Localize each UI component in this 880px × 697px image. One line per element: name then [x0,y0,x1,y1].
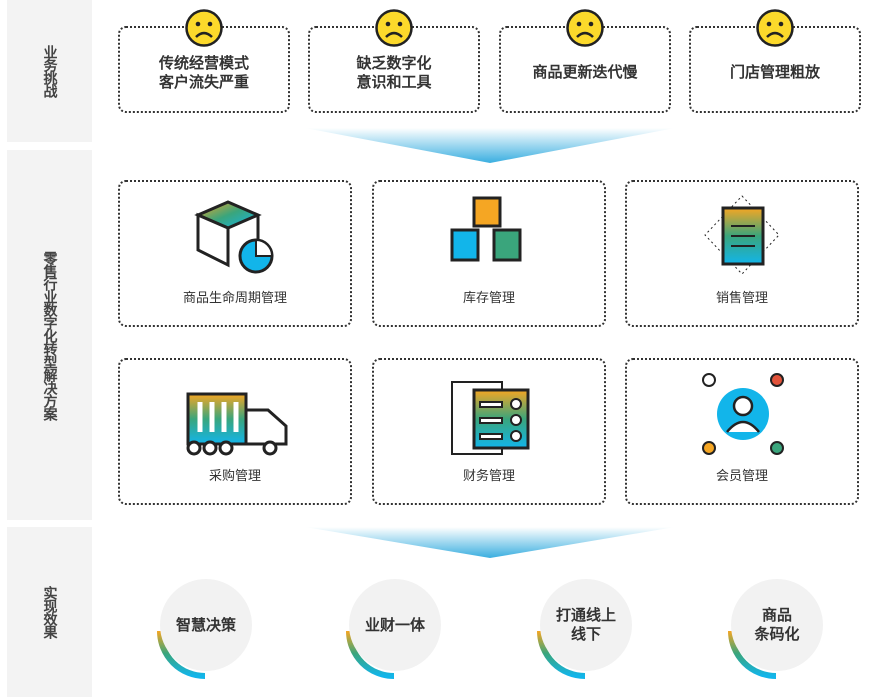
solution-label: 采购管理 [208,469,261,484]
section-label-solutions: 零售行业数字化转型解决方案 [7,150,92,520]
product-box-chart-icon [194,200,274,274]
result-circle: 商品 条码化 [728,579,823,679]
solution-label: 库存管理 [462,291,515,306]
solution-label: 会员管理 [715,469,768,484]
challenge-card: 传统经营模式 客户流失严重 [118,26,290,113]
gradient-arc-icon [346,630,395,679]
challenge-card: 商品更新迭代慢 [499,26,671,113]
solution-card-product-lifecycle: 商品生命周期管理 [118,180,352,327]
solution-card-membership: 会员管理 [625,358,859,505]
result-circle: 智慧决策 [157,579,252,679]
sad-face-icon [375,9,413,47]
stacked-boxes-icon [450,196,522,262]
solution-label: 财务管理 [462,469,515,484]
sad-face-icon [756,9,794,47]
sales-document-icon [704,195,780,275]
delivery-truck-icon [186,392,288,456]
result-circle: 业财一体 [346,579,441,679]
gradient-arc-icon [537,630,586,679]
solution-card-purchasing: 采购管理 [118,358,352,505]
solution-card-sales: 销售管理 [625,180,859,327]
challenge-text: 缺乏数字化 意识和工具 [356,53,432,91]
challenge-card: 缺乏数字化 意识和工具 [308,26,480,113]
solution-card-finance: 财务管理 [372,358,606,505]
gradient-arc-icon [157,630,206,679]
section-label-text: 业务挑战 [41,45,58,97]
section-label-challenges: 业务挑战 [7,0,92,142]
challenge-card: 门店管理粗放 [689,26,861,113]
solution-card-inventory: 库存管理 [372,180,606,327]
gradient-arc-icon [728,630,777,679]
down-arrow-icon [305,128,675,163]
result-text: 打通线上 线下 [540,579,632,671]
member-user-icon [702,373,784,455]
section-label-text: 实现效果 [41,586,58,638]
solution-label: 商品生命周期管理 [182,291,287,306]
section-label-results: 实现效果 [7,527,92,697]
challenge-text: 门店管理粗放 [729,63,820,81]
result-circle: 打通线上 线下 [537,579,632,679]
sad-face-icon [185,9,223,47]
challenge-text: 传统经营模式 客户流失严重 [158,53,249,91]
sad-face-icon [566,9,604,47]
solution-label: 销售管理 [715,291,768,306]
down-arrow-icon [305,527,675,558]
finance-receipt-icon [451,381,530,455]
result-text: 业财一体 [349,579,441,671]
result-text: 商品 条码化 [731,579,823,671]
result-text: 智慧决策 [160,579,252,671]
section-label-text: 零售行业数字化转型解决方案 [41,250,58,420]
challenge-text: 商品更新迭代慢 [532,63,638,81]
